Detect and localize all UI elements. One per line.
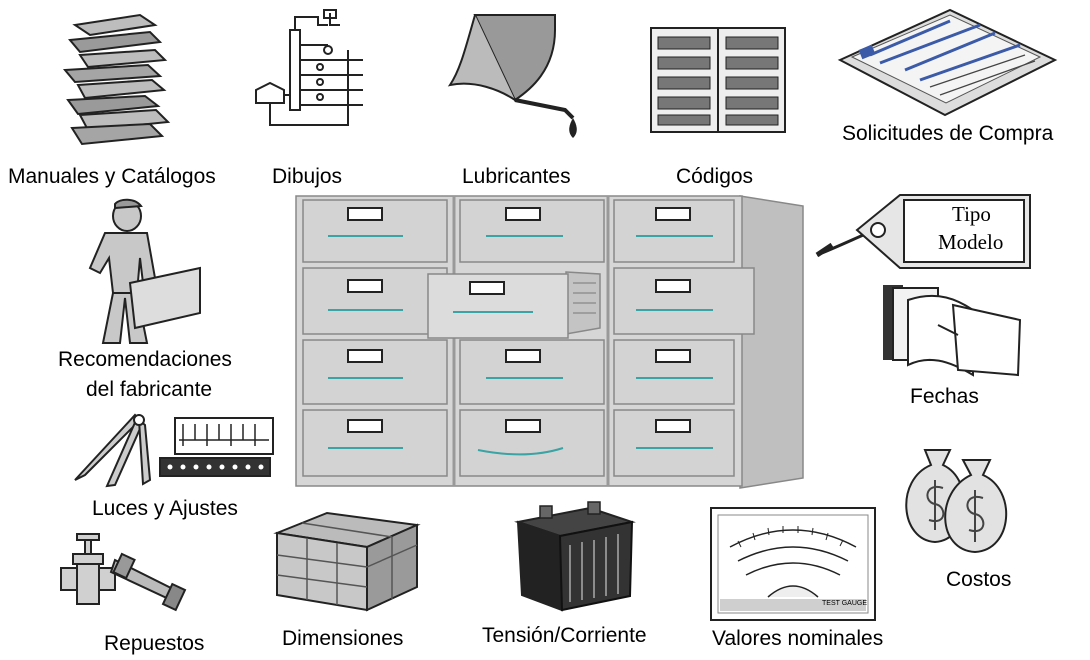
tag-tipo: Tipo: [952, 202, 991, 226]
label-recomendaciones-1: Recomendaciones: [58, 348, 232, 371]
feeler-gauge-icon: [74, 413, 274, 488]
technician-with-case-icon: [88, 198, 201, 344]
battery-icon: [514, 501, 636, 612]
manuals-stack-icon: [62, 13, 171, 146]
label-repuestos: Repuestos: [104, 632, 205, 655]
spare-parts-icon: [60, 533, 187, 612]
label-lubricantes: Lubricantes: [462, 165, 571, 188]
tag-modelo: Modelo: [938, 230, 1004, 254]
label-dimensiones: Dimensiones: [282, 627, 404, 650]
money-bags-icon: [905, 449, 1007, 554]
label-valores: Valores nominales: [712, 627, 884, 650]
label-manuales: Manuales y Catálogos: [8, 165, 216, 188]
label-dibujos: Dibujos: [272, 165, 343, 188]
label-tension: Tensión/Corriente: [482, 624, 647, 647]
drawing-schematic-icon: [255, 9, 363, 126]
label-recomendaciones-2: del fabricante: [86, 378, 213, 401]
label-luces: Luces y Ajustes: [92, 497, 238, 520]
codes-book-icon: [650, 27, 786, 133]
filing-cabinet: [295, 195, 804, 489]
label-solicitudes: Solicitudes de Compra: [842, 122, 1054, 145]
model-tag-icon: [815, 194, 1031, 269]
analog-meter-icon: [710, 507, 876, 621]
label-costos: Costos: [946, 568, 1012, 591]
crate-dimensions-icon: [273, 511, 421, 612]
oil-can-icon: [447, 14, 577, 138]
label-codigos: Códigos: [676, 165, 754, 188]
purchase-request-forms-icon: [837, 8, 1058, 117]
calendar-pages-icon: [883, 285, 1022, 377]
label-fechas: Fechas: [910, 385, 979, 408]
meter-caption: TEST GAUGE: [822, 600, 867, 607]
